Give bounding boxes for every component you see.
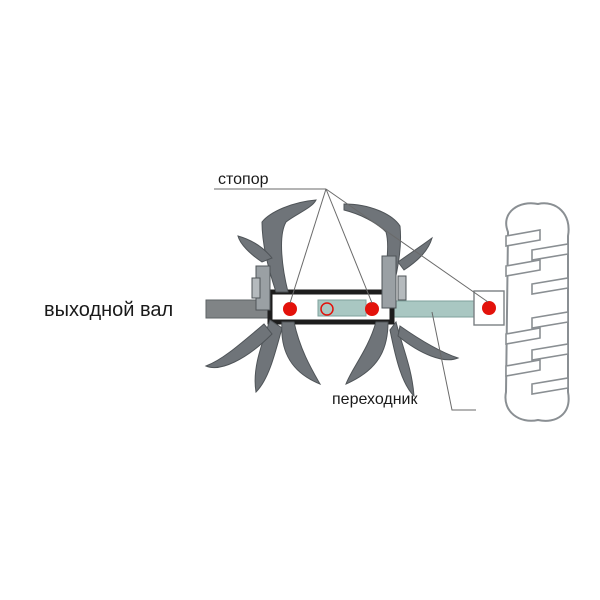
adapter-label: переходник (332, 391, 418, 408)
leader-lines (214, 188, 489, 411)
inner-ring-icon (320, 302, 334, 316)
stopper-label: стопор (218, 171, 269, 188)
stopper-pin-icon (365, 302, 379, 316)
output-shaft-label: выходной вал (44, 299, 173, 321)
stopper-pin-icon (482, 301, 496, 315)
left-blade-assembly (204, 199, 322, 394)
right-blade-assembly (343, 203, 460, 398)
adapter-bar (391, 300, 477, 318)
stopper-pin-icon (283, 302, 297, 316)
wheel-tread-icon (505, 229, 569, 395)
wheel (504, 202, 570, 422)
